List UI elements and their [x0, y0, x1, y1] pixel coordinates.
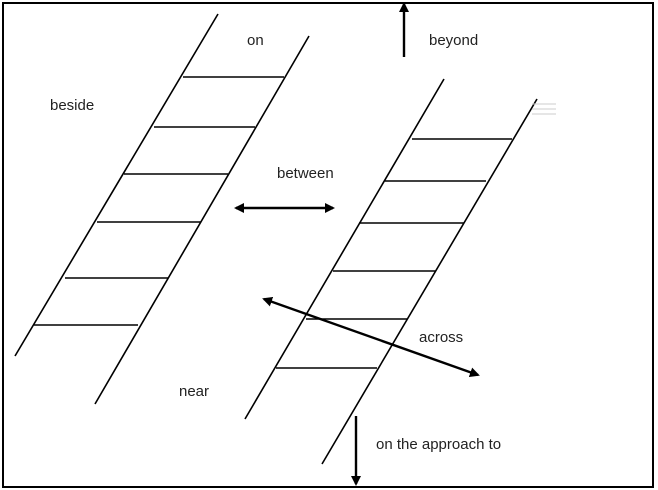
left-ladder-rail-right: [94, 35, 310, 405]
label-across: across: [419, 329, 463, 346]
label-near: near: [179, 383, 209, 400]
label-beside: beside: [50, 97, 94, 114]
edge-marks: [532, 103, 556, 115]
label-on: on: [247, 32, 264, 49]
label-on-the-approach-to: on the approach to: [376, 436, 501, 453]
label-between: between: [277, 165, 334, 182]
left-ladder: [14, 13, 310, 405]
label-beyond: beyond: [429, 32, 478, 49]
right-ladder-rail-right: [321, 98, 538, 465]
across-arrow: [262, 296, 480, 378]
left-ladder-rail-left: [14, 13, 219, 357]
right-ladder: [244, 78, 538, 465]
